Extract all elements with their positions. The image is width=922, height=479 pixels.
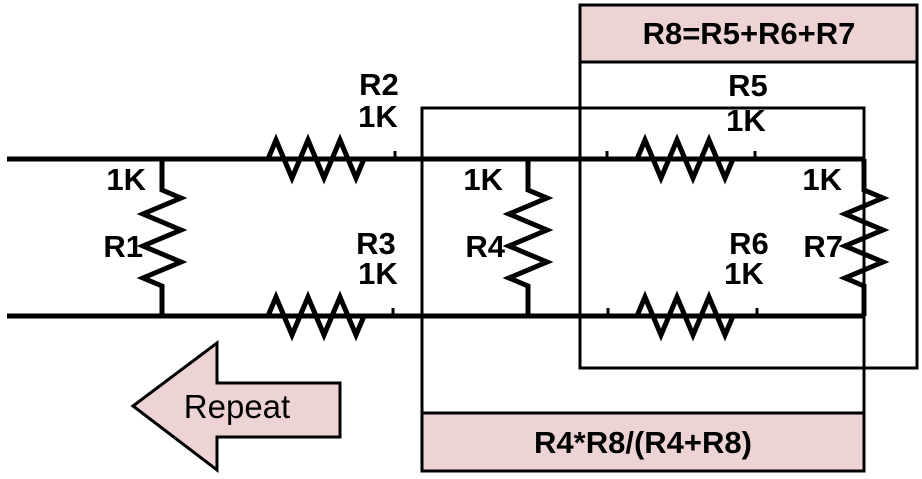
r5-name-label: R5 <box>728 68 768 103</box>
resistor-r4-symbol <box>502 159 554 316</box>
resistor-r3-symbol <box>265 290 367 342</box>
r1-value-label: 1K <box>106 162 146 197</box>
r7-value-label: 1K <box>802 162 842 197</box>
r2-name-label: R2 <box>359 67 399 102</box>
r5-value-label: 1K <box>726 103 766 138</box>
r6-value-label: 1K <box>724 256 764 291</box>
repeat-label: Repeat <box>184 388 290 425</box>
parallel-formula-box <box>420 411 866 473</box>
r1-name-label: R1 <box>103 229 143 264</box>
resistor-r1-symbol <box>136 159 188 316</box>
resistor-r2-symbol <box>265 133 367 185</box>
resistor-r6-symbol <box>634 290 736 342</box>
repeat-arrow <box>130 340 342 474</box>
r6-name-label: R6 <box>729 226 769 261</box>
resistor-r7-symbol <box>838 159 890 316</box>
parallel-formula-label: R4*R8/(R4+R8) <box>534 425 752 460</box>
r2-value-label: 1K <box>358 99 398 134</box>
r4-name-label: R4 <box>465 229 505 264</box>
r3-value-label: 1K <box>358 256 398 291</box>
resistor-r5-symbol <box>634 133 736 185</box>
r3-name-label: R3 <box>356 226 396 261</box>
r7-name-label: R7 <box>803 229 843 264</box>
r8-formula-label: R8=R5+R6+R7 <box>643 16 856 51</box>
r8-formula-box <box>578 3 919 64</box>
r4-value-label: 1K <box>463 162 503 197</box>
